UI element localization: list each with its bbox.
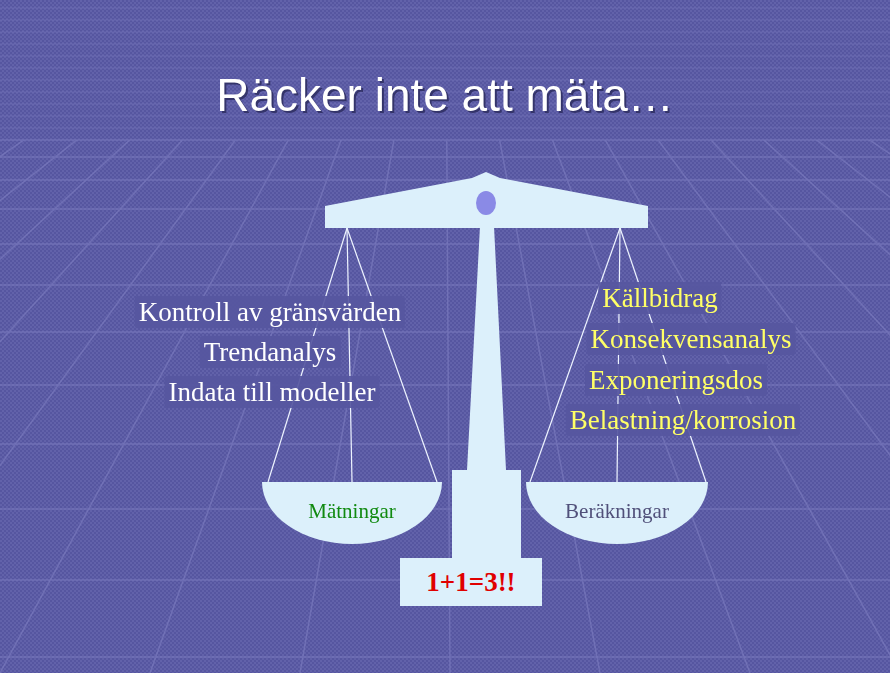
bullet-text: Trendanalys: [200, 336, 341, 368]
bullet-text: Kontroll av gränsvärden: [135, 296, 405, 328]
bullet-text: Indata till modeller: [165, 376, 380, 408]
pan-label: Mätningar: [262, 498, 442, 524]
pan-label: Beräkningar: [526, 498, 708, 524]
base-block: [400, 558, 542, 606]
beam-pivot: [476, 191, 496, 215]
base-label: 1+1=3!!: [400, 566, 542, 598]
scale-column: [452, 226, 521, 560]
bullet-text: Belastning/korrosion: [566, 404, 800, 436]
scale-beam: [325, 172, 648, 228]
bullet-text: Exponeringsdos: [585, 364, 767, 396]
bullet-text: Källbidrag: [598, 282, 721, 314]
pan-bowl: [262, 482, 442, 544]
pan-bowl: [526, 482, 708, 544]
scale-pan: Beräkningar: [526, 482, 708, 544]
scale-pan: Mätningar: [262, 482, 442, 544]
bullet-text: Konsekvensanalys: [587, 323, 796, 355]
scale-base: 1+1=3!!: [400, 558, 542, 606]
slide-title: Räcker inte att mäta…: [0, 68, 890, 122]
